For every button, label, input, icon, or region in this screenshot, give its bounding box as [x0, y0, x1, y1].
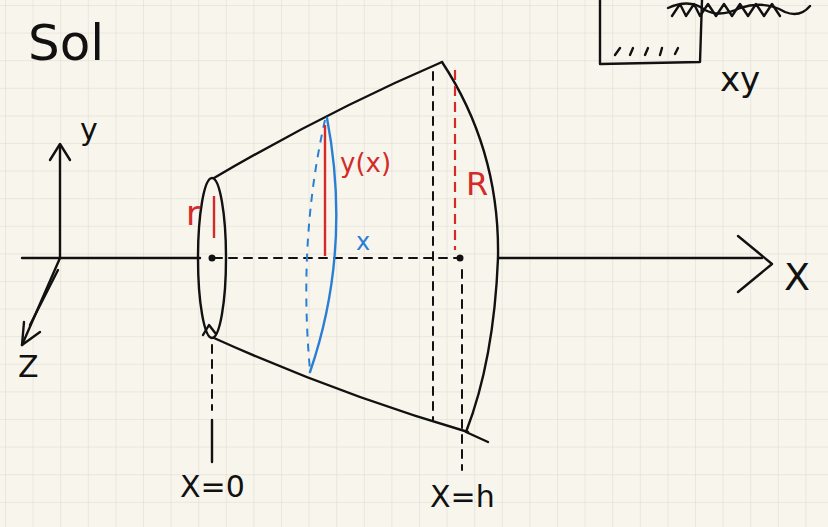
plane-label: xy — [720, 62, 760, 96]
axis-label: X — [784, 258, 810, 296]
radius-label: y(x) — [340, 150, 391, 176]
title-label: Sol — [28, 18, 104, 68]
position-label: X=0 — [180, 472, 245, 502]
radius-label: r — [186, 196, 200, 230]
axis-label: Z — [18, 352, 39, 382]
radius-label: R — [466, 168, 488, 200]
position-label: x — [356, 230, 370, 254]
axis-label: y — [80, 115, 98, 145]
position-label: X=h — [430, 482, 495, 512]
